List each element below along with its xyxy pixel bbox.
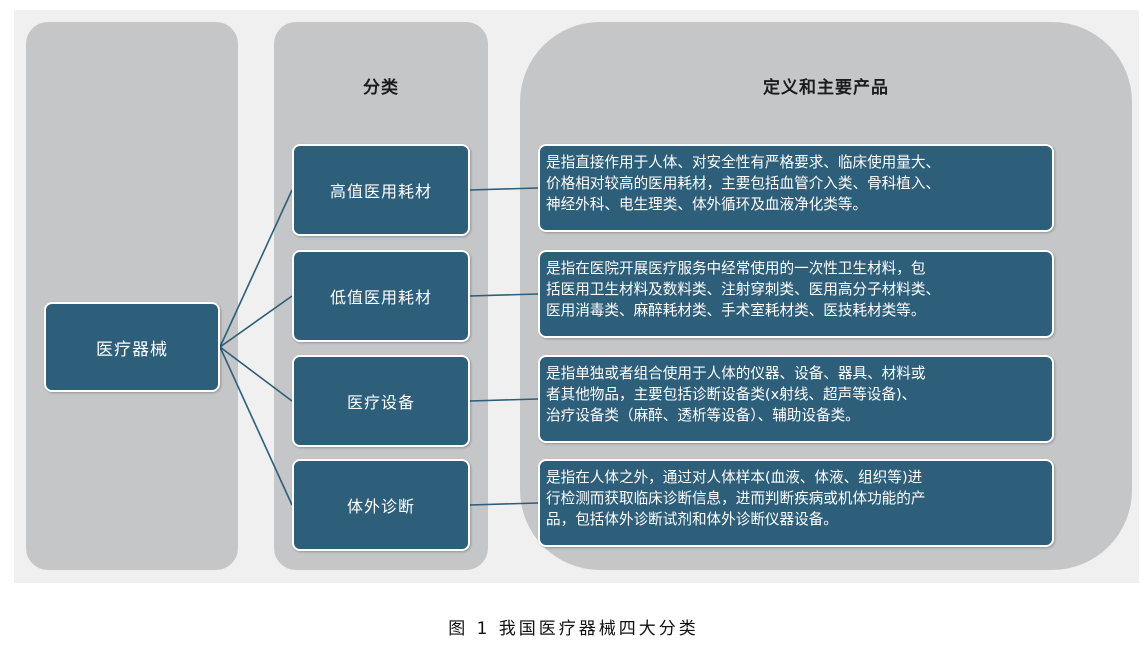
connector-cat-0-to-def-0 xyxy=(469,187,539,191)
category-column-header: 分类 xyxy=(363,78,399,98)
definition-line: 治疗设备类（麻醉、透析等设备）、辅助设备类。 xyxy=(546,407,860,424)
connector-cat-2-to-def-2 xyxy=(469,398,539,402)
connector-root-to-cat-0 xyxy=(219,189,293,348)
definition-line: 是指在人体之外，通过对人体样本(血液、体液、组织等)进 xyxy=(546,469,923,486)
connector-root-to-cat-2 xyxy=(219,346,293,402)
definition-line: 是指在医院开展医疗服务中经常使用的一次性卫生材料，包 xyxy=(546,260,926,277)
definition-column-header: 定义和主要产品 xyxy=(763,78,889,98)
definition-line: 品，包括体外诊断试剂和体外诊断仪器设备。 xyxy=(546,511,838,528)
definition-line: 价格相对较高的医用耗材，主要包括血管介入类、骨科植入、 xyxy=(546,175,941,192)
definition-line: 括医用卫生材料及数料类、注射穿刺类、医用高分子材料类、 xyxy=(546,281,941,298)
connector-root-to-cat-3 xyxy=(219,346,293,506)
definition-line: 行检测而获取临床诊断信息，进而判断疾病或机体功能的产 xyxy=(546,490,926,507)
root-node-label: 医疗器械 xyxy=(96,339,168,360)
connector-cat-3-to-def-3 xyxy=(469,502,539,506)
root-node-medical-devices: 医疗器械 xyxy=(44,302,220,392)
connector-root-to-cat-1 xyxy=(219,295,293,348)
category-node-high-value-consumables: 高值医用耗材 xyxy=(292,144,470,236)
category-label: 高值医用耗材 xyxy=(329,182,432,201)
category-node-in-vitro-diagnostics: 体外诊断 xyxy=(292,459,470,551)
definition-box-high-value-consumables: 是指直接作用于人体、对安全性有严格要求、临床使用量大、 价格相对较高的医用耗材，… xyxy=(538,144,1054,232)
connector-cat-1-to-def-1 xyxy=(469,293,539,297)
definition-line: 医用消毒类、麻醉耗材类、手术室耗材类、医技耗材类等。 xyxy=(546,302,926,319)
category-label: 医疗设备 xyxy=(346,393,415,412)
figure-caption: 图 1 我国医疗器械四大分类 xyxy=(448,619,699,639)
definition-box-low-value-consumables: 是指在医院开展医疗服务中经常使用的一次性卫生材料，包 括医用卫生材料及数料类、注… xyxy=(538,250,1054,338)
category-node-medical-equipment: 医疗设备 xyxy=(292,355,470,447)
definition-line: 是指直接作用于人体、对安全性有严格要求、临床使用量大、 xyxy=(546,154,941,171)
root-column-panel xyxy=(26,22,238,570)
category-node-low-value-consumables: 低值医用耗材 xyxy=(292,250,470,342)
definition-box-medical-equipment: 是指单独或者组合使用于人体的仪器、设备、器具、材料或 者其他物品，主要包括诊断设… xyxy=(538,355,1054,443)
definition-line: 神经外科、电生理类、体外循环及血液净化类等。 xyxy=(546,196,868,213)
definition-line: 是指单独或者组合使用于人体的仪器、设备、器具、材料或 xyxy=(546,365,926,382)
category-label: 低值医用耗材 xyxy=(329,288,432,307)
category-label: 体外诊断 xyxy=(346,497,415,516)
definition-line: 者其他物品，主要包括诊断设备类(x射线、超声等设备)、 xyxy=(546,386,917,403)
definition-box-in-vitro-diagnostics: 是指在人体之外，通过对人体样本(血液、体液、组织等)进 行检测而获取临床诊断信息… xyxy=(538,459,1054,547)
